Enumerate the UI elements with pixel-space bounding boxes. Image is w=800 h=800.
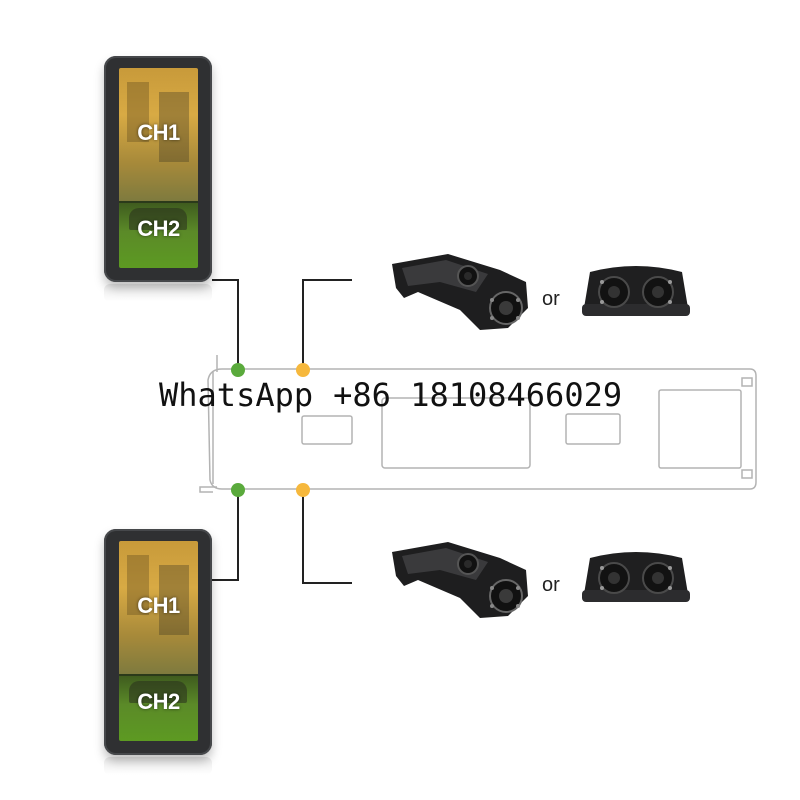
channel-1-view xyxy=(119,68,198,202)
connector-dot-yellow-bottom xyxy=(296,483,310,497)
screen-divider xyxy=(119,674,198,676)
channel-2-label: CH2 xyxy=(137,216,180,241)
channel-2-view xyxy=(119,675,198,741)
rear-camera-icon xyxy=(392,542,528,618)
rear-camera-icon xyxy=(392,254,528,330)
or-label-bottom: or xyxy=(542,574,560,596)
channel-1-view xyxy=(119,541,198,675)
channel-1-label: CH1 xyxy=(137,120,180,145)
channel-2-label: CH2 xyxy=(137,689,180,714)
monitor-reflection xyxy=(104,757,212,775)
monitor-reflection xyxy=(104,284,212,302)
connector-dot-yellow-top xyxy=(296,363,310,377)
channel-2-view xyxy=(119,202,198,268)
monitor-screen: CH1 CH2 xyxy=(119,541,198,741)
whatsapp-contact-overlay: WhatsApp +86 18108466029 xyxy=(159,376,642,414)
dual-lens-camera-icon xyxy=(582,266,690,316)
wires xyxy=(212,279,352,584)
monitor-screen: CH1 CH2 xyxy=(119,68,198,268)
connector-dot-green-top xyxy=(231,363,245,377)
mirror-monitor-bottom: CH1 CH2 xyxy=(104,529,212,755)
phone-number: +86 18108466029 xyxy=(333,376,623,414)
or-label-top: or xyxy=(542,288,560,310)
connector-dot-green-bottom xyxy=(231,483,245,497)
dual-lens-camera-icon xyxy=(582,552,690,602)
whatsapp-label: WhatsApp xyxy=(159,376,314,414)
channel-1-label: CH1 xyxy=(137,593,180,618)
mirror-monitor-top: CH1 CH2 xyxy=(104,56,212,282)
screen-divider xyxy=(119,201,198,203)
bus-outline xyxy=(199,355,757,493)
